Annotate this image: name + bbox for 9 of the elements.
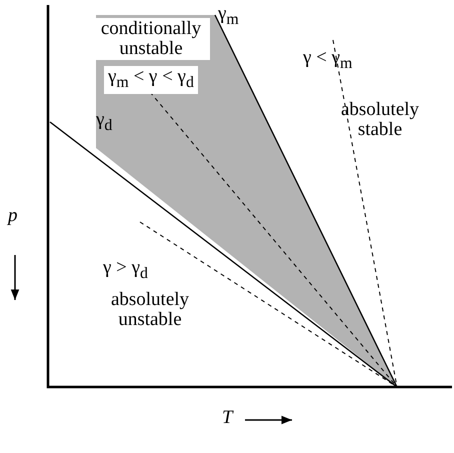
gamma-d-label: γ$_{d}$ (96, 110, 112, 136)
axis-label: T (222, 408, 233, 428)
region-label: absolutely unstable (110, 290, 190, 330)
region-condition: γ$_{m}$ < γ < γ$_{d}$ (104, 66, 198, 94)
region-label: absolutely stable (340, 100, 420, 140)
region-condition: γ < γ$_{m}$ (303, 48, 352, 74)
region-condition: γ > γ$_{d}$ (103, 258, 148, 284)
axis-label: p (8, 206, 18, 226)
gamma-m-label: γ$_{m}$ (218, 4, 239, 30)
